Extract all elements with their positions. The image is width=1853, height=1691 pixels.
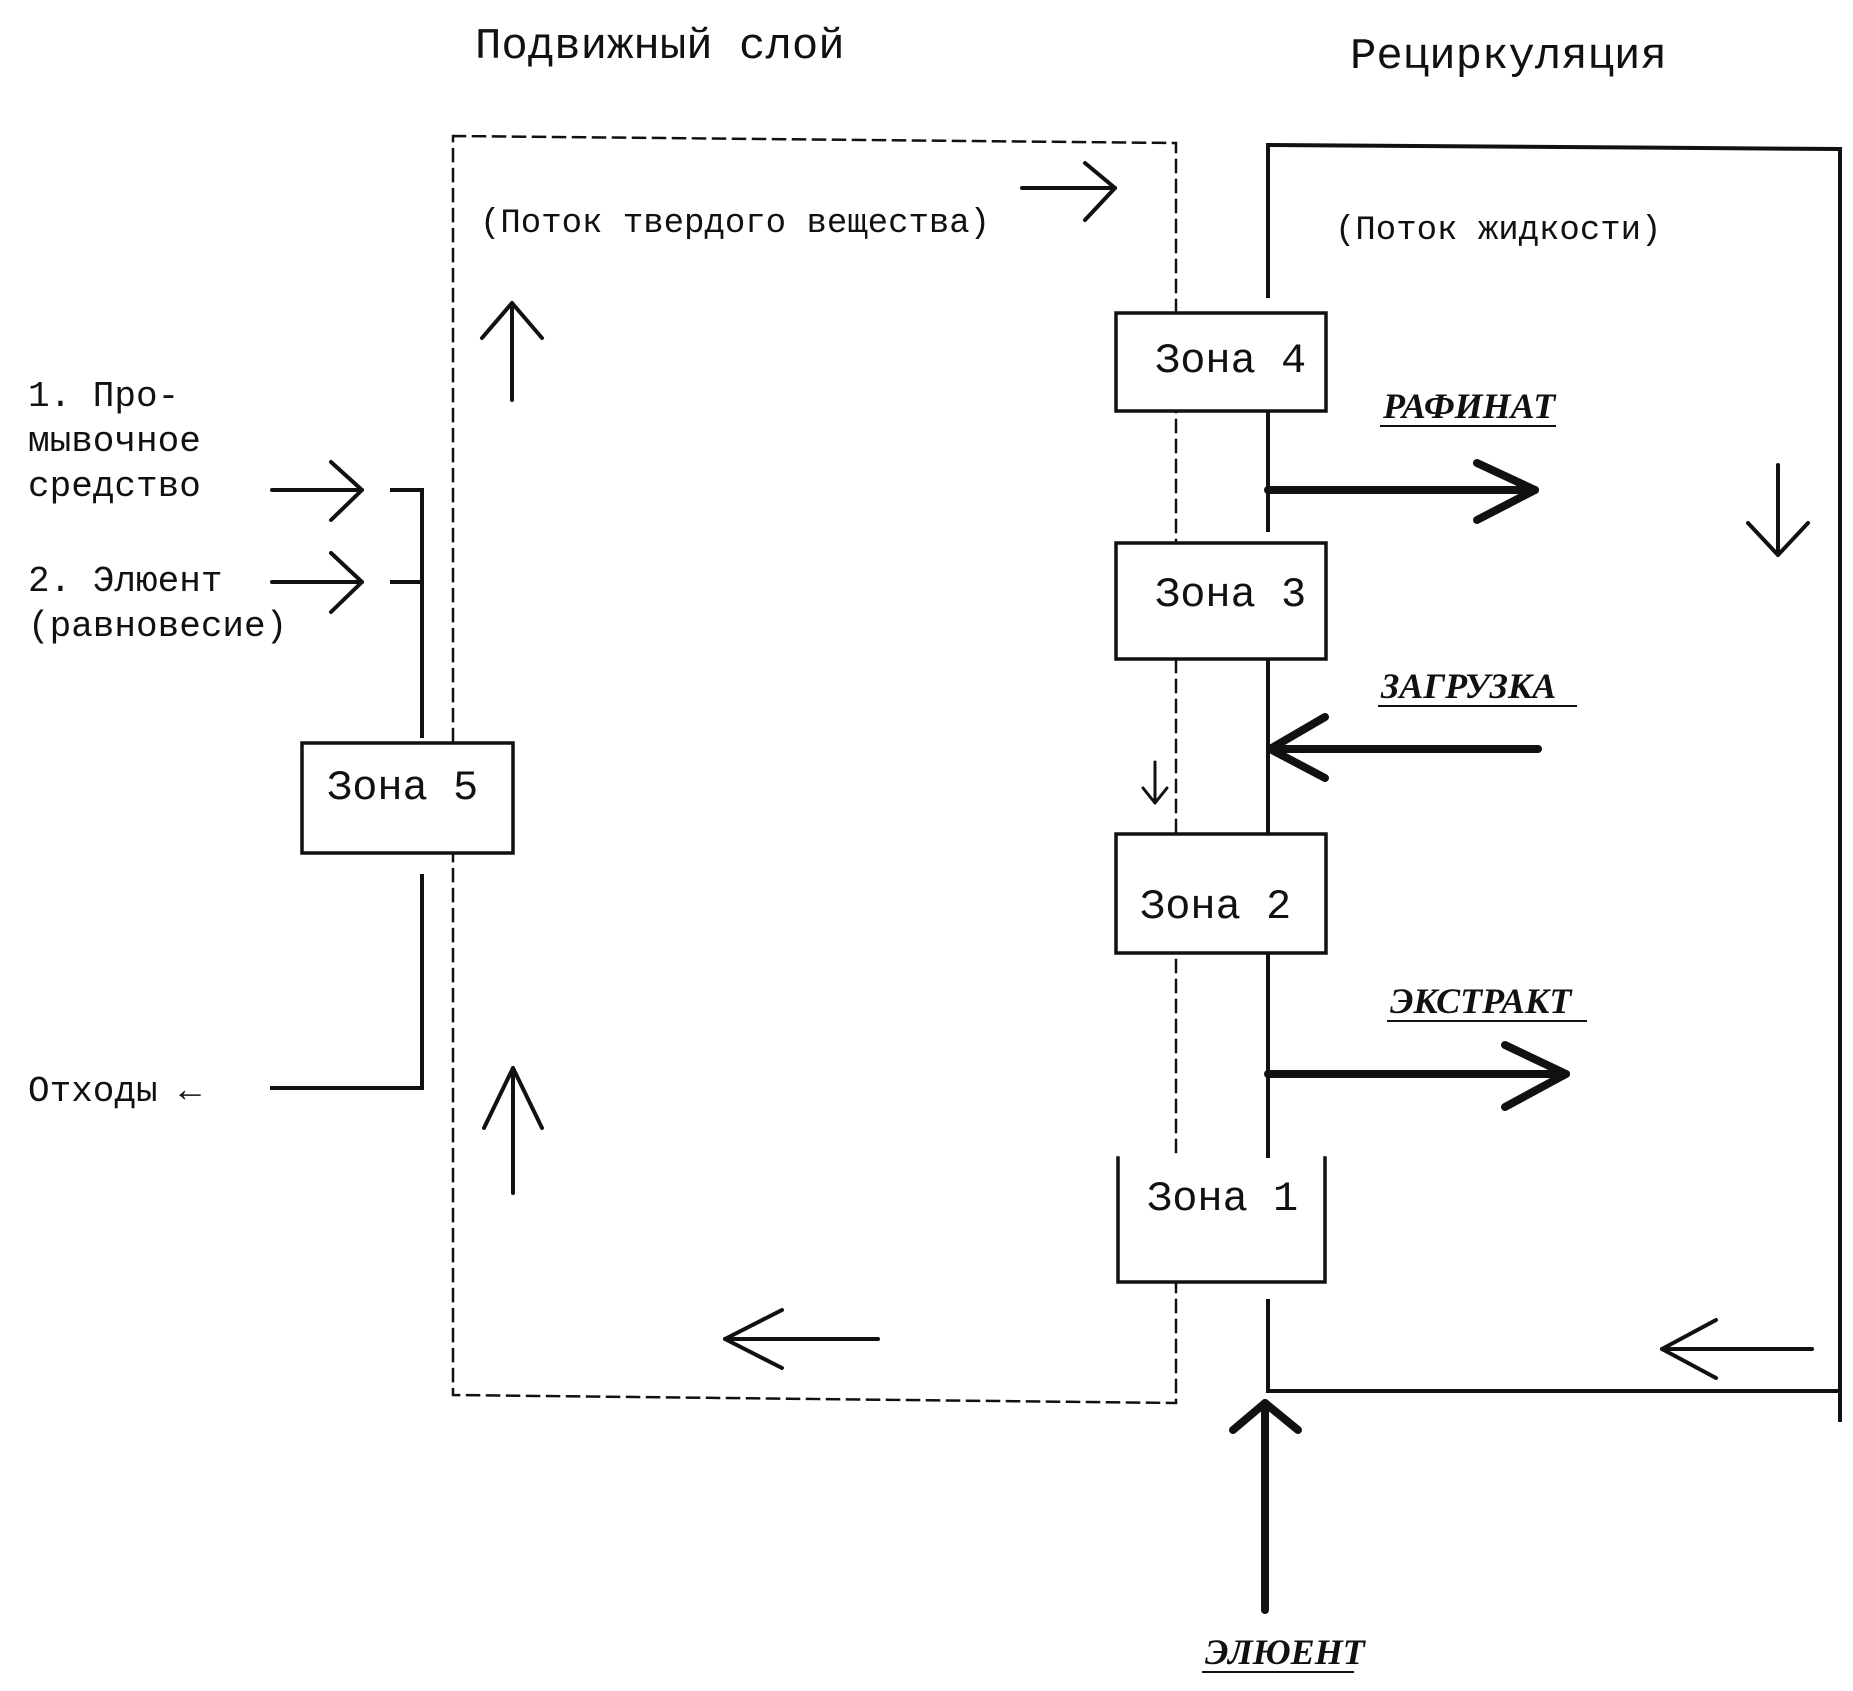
zone-4-label: Зона 4 [1155,337,1306,385]
moving-bed-loop [453,136,1176,1403]
wash-label-line3: средство [28,466,201,507]
waste-label: Отходы ← [28,1071,201,1112]
solid-flow-arrow-left [725,1310,878,1368]
zone-4-box: Зона 4 [1116,313,1326,411]
solid-flow-arrow-right [1022,163,1115,220]
zone-2-label: Зона 2 [1140,883,1291,931]
solid-flow-arrow-up-bottom [484,1068,542,1193]
zone-5-label: Зона 5 [327,764,478,812]
feed-arrow [1270,717,1538,778]
recirculation-title: Рециркуляция [1350,32,1667,82]
liquid-flow-label: (Поток жидкости) [1335,212,1661,250]
eluent-arrow [1233,1403,1298,1610]
recirculation-loop [1268,145,1840,1420]
raffinate-label: РАФИНАТ [1382,386,1557,426]
extract-label: ЭКСТРАКТ [1390,981,1573,1021]
solid-flow-arrow-up-top [482,303,542,400]
zone-3-box: Зона 3 [1116,543,1326,659]
feed-label: ЗАГРУЗКА [1380,666,1556,706]
raffinate-arrow [1268,463,1535,520]
zone-1-label: Зона 1 [1147,1175,1298,1223]
zone-5-box: Зона 5 [302,743,513,853]
wash-label-line1: 1. Про- [28,376,179,417]
solid-flow-label: (Поток твердого вещества) [480,205,990,243]
zone-5-outlet-line [272,876,422,1088]
solid-flow-arrow-down-small [1143,762,1167,803]
eluent-input-arrow [272,553,362,612]
zone-1-box: Зона 1 [1118,1158,1325,1282]
zone-3-label: Зона 3 [1155,571,1306,619]
wash-input-arrow [272,462,362,520]
zone-2-box: Зона 2 [1116,834,1326,953]
liquid-flow-arrow-left [1662,1320,1812,1378]
wash-label-line2: мывочное [28,421,201,462]
extract-arrow [1268,1045,1566,1107]
eluent-input-label-line1: 2. Элюент [28,561,222,602]
eluent-label: ЭЛЮЕНТ [1205,1632,1367,1672]
eluent-input-label-line2: (равновесие) [28,606,287,647]
liquid-flow-arrow-down [1748,465,1808,555]
zone-5-inlet-manifold [392,490,422,736]
moving-bed-title: Подвижный слой [475,22,845,72]
